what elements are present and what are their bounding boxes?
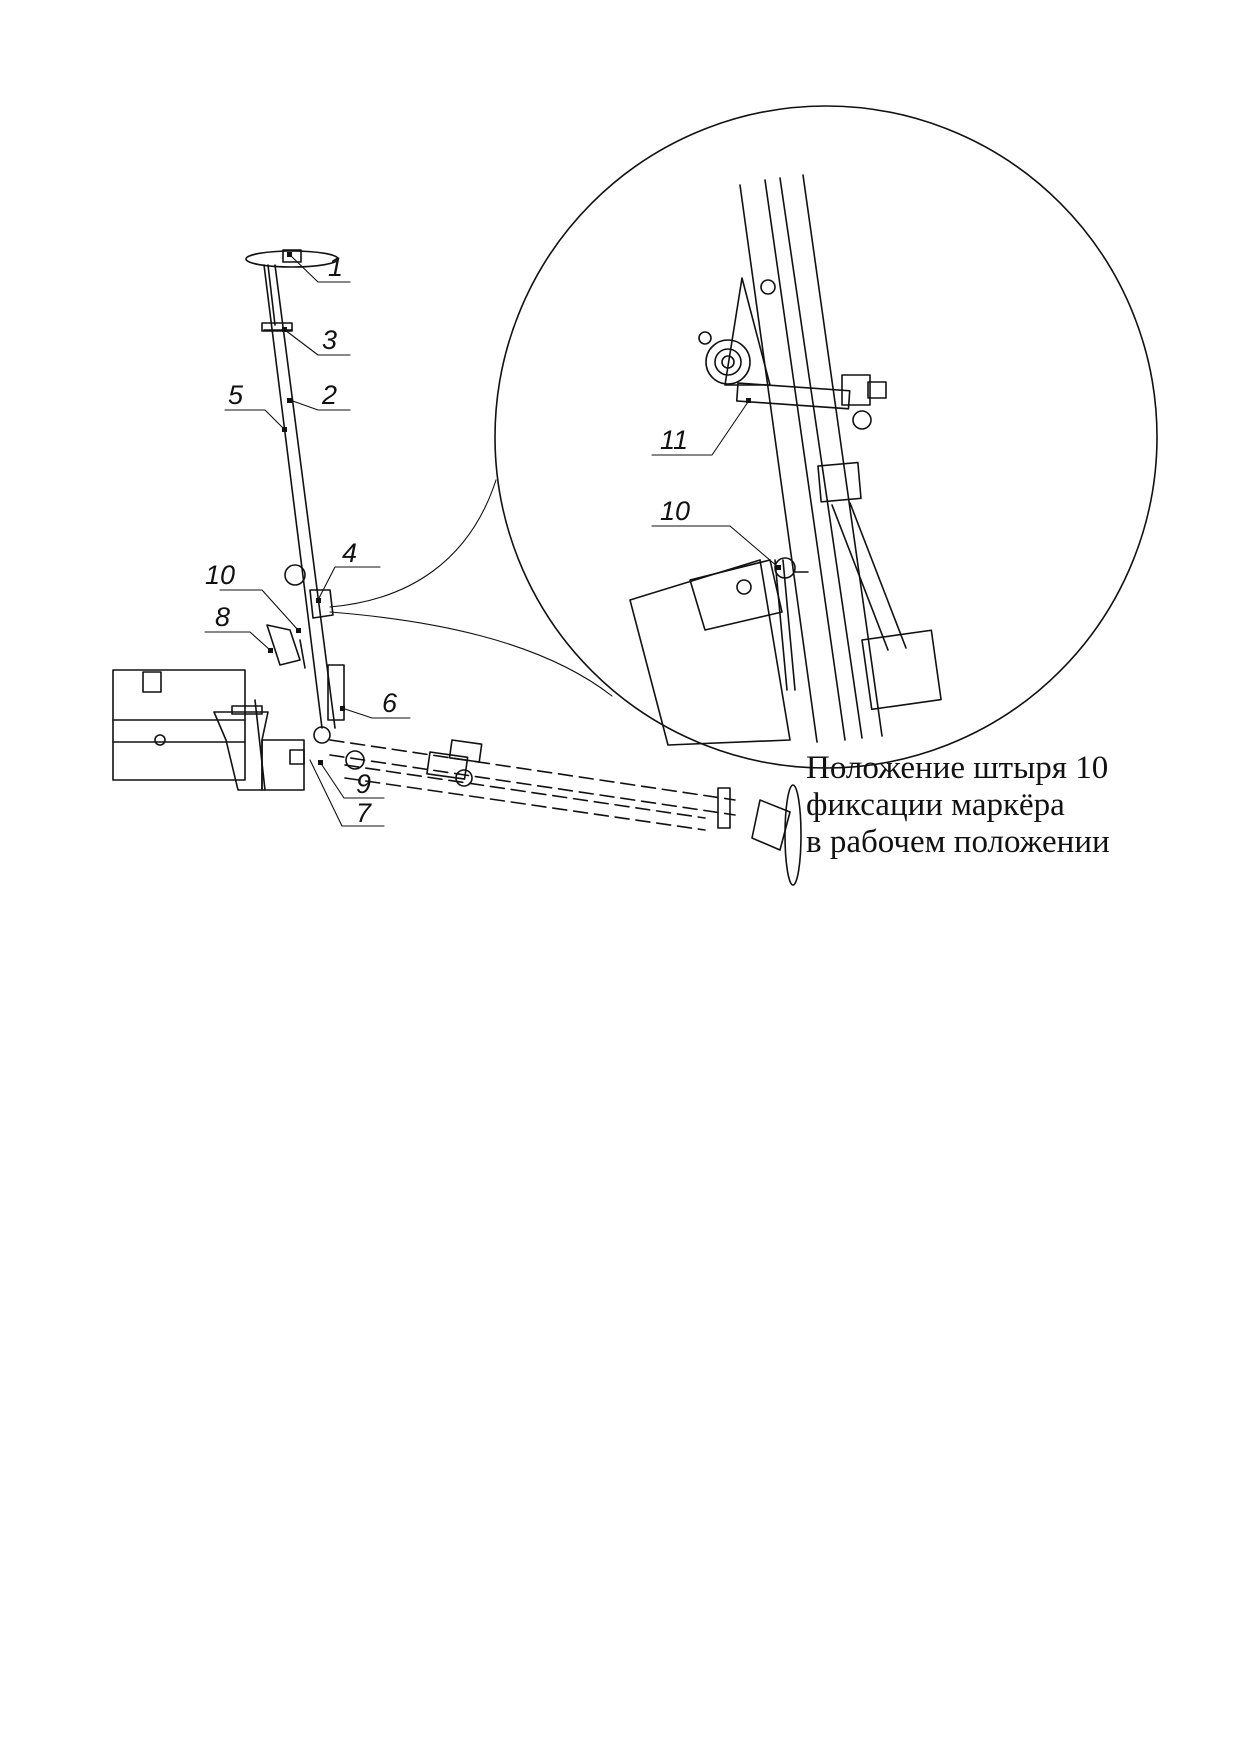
callout-9: 9 (356, 769, 371, 799)
callout-4: 4 (342, 538, 357, 568)
callout-10: 10 (205, 560, 235, 590)
caption-line-2: фиксации маркёра (806, 787, 1065, 823)
seed-hopper (112, 669, 305, 791)
detail-view (629, 174, 942, 746)
marker-arm-vertical (245, 249, 345, 729)
callout-8: 8 (215, 602, 230, 632)
callout-1: 1 (328, 252, 343, 282)
caption-line-3: в рабочем положении (806, 824, 1110, 860)
detail-callout-11: 11 (660, 425, 688, 455)
caption-line-1: Положение штыря 10 (806, 750, 1109, 786)
callout-5: 5 (228, 380, 244, 410)
marker-arm-folded (313, 726, 802, 886)
callout-3: 3 (322, 325, 337, 355)
callout-6: 6 (382, 688, 398, 718)
detail-callout-10: 10 (660, 496, 690, 526)
figure-caption: Положение штыря 10 фиксации маркёра в ра… (806, 750, 1110, 861)
callout-2: 2 (321, 380, 337, 410)
callout-7: 7 (356, 798, 372, 828)
main-leaders (204, 252, 411, 827)
detail-view-balloon (329, 105, 1158, 769)
